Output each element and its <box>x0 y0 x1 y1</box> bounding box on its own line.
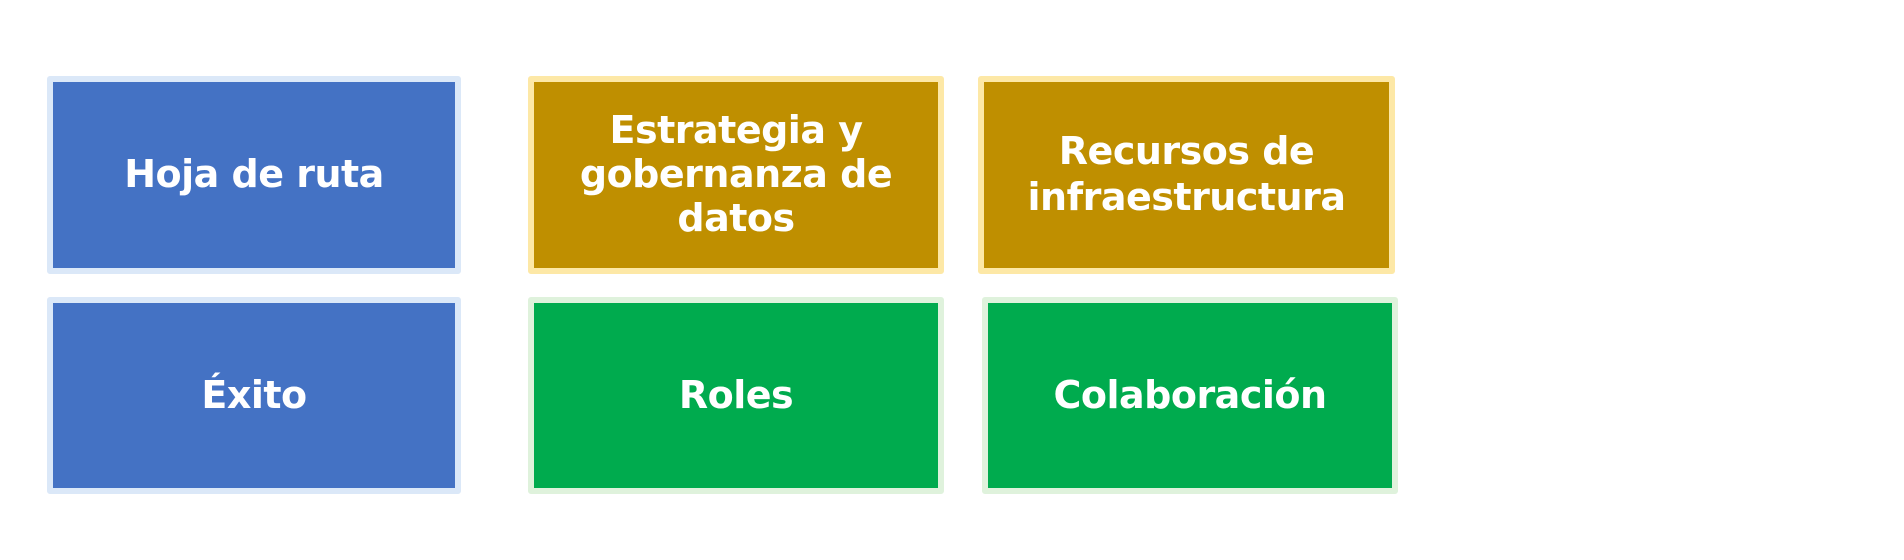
tile-label: Recursos de infraestructura <box>1027 129 1346 219</box>
tile-colaboracion: Colaboración <box>982 297 1398 494</box>
tile-label: Roles <box>678 372 794 417</box>
tile-label: Estrategia y gobernanza de datos <box>579 108 893 240</box>
tile-recursos-infraestructura: Recursos de infraestructura <box>978 76 1395 274</box>
tile-roles: Roles <box>528 297 944 494</box>
tile-estrategia-gobernanza-datos: Estrategia y gobernanza de datos <box>528 76 944 274</box>
tile-label: Colaboración <box>1053 372 1327 417</box>
tile-hoja-de-ruta: Hoja de ruta <box>47 76 461 274</box>
tile-exito: Éxito <box>47 297 461 494</box>
tile-label: Éxito <box>201 372 307 417</box>
tile-label: Hoja de ruta <box>124 152 384 197</box>
